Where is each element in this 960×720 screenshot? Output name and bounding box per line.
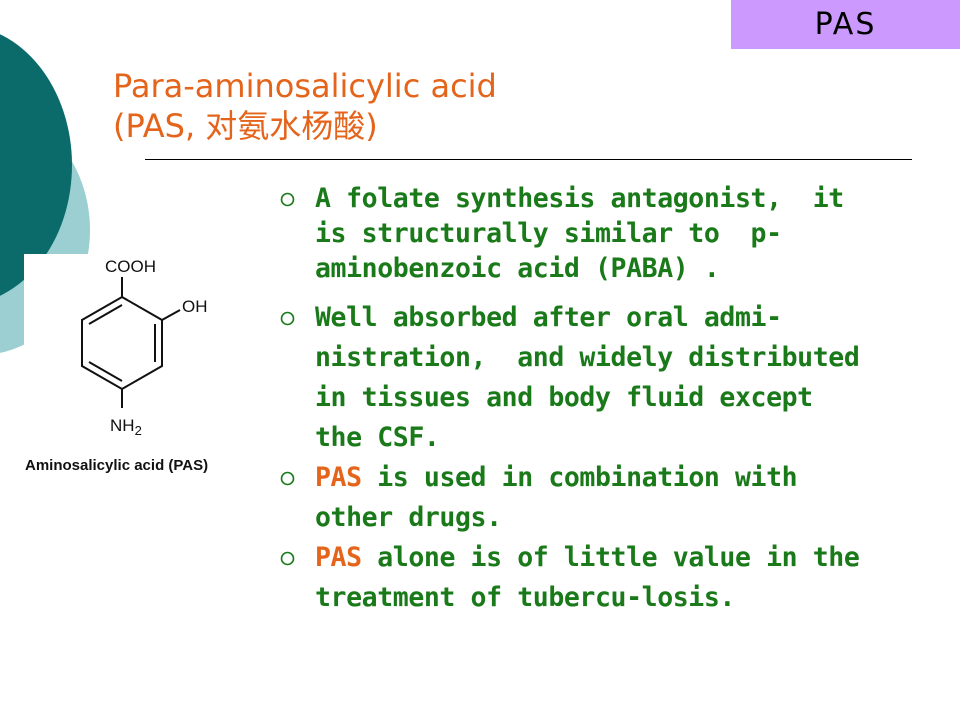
hollow-circle-bullet-icon bbox=[280, 181, 295, 211]
bullet-line: nistration, and widely distributed bbox=[315, 342, 860, 373]
bullet-line: PAS is used in combination with bbox=[315, 458, 950, 498]
hollow-circle-bullet-icon bbox=[280, 298, 295, 330]
pas-highlight: PAS bbox=[315, 462, 362, 493]
bullet-line: A folate synthesis antagonist, it bbox=[315, 183, 844, 214]
bullet-text: A folate synthesis antagonist, it is str… bbox=[315, 181, 950, 286]
bullet-item: PAS alone is of little value in the trea… bbox=[270, 538, 950, 618]
nh-subscript: 2 bbox=[135, 423, 142, 438]
bullet-text: Well absorbed after oral admi- nistratio… bbox=[315, 298, 950, 458]
slide-title-line-1: Para-aminosalicylic acid bbox=[113, 67, 497, 105]
bullet-line-rest: is used in combination with bbox=[361, 462, 798, 493]
pas-structure-figure: COOH OH NH2 Aminosalicylic acid (PAS) bbox=[22, 250, 267, 484]
bullet-list: A folate synthesis antagonist, it is str… bbox=[270, 181, 950, 618]
bullet-line: the CSF. bbox=[315, 422, 440, 453]
bullet-item: A folate synthesis antagonist, it is str… bbox=[270, 181, 950, 286]
oh-bond bbox=[161, 309, 181, 321]
bullet-item: Well absorbed after oral admi- nistratio… bbox=[270, 298, 950, 458]
bullet-item: PAS is used in combination with other dr… bbox=[270, 458, 950, 538]
slide-title: Para-aminosalicylic acid (PAS, 对氨水杨酸) bbox=[113, 66, 497, 146]
structure-caption: Aminosalicylic acid (PAS) bbox=[25, 457, 208, 474]
bullet-line: Well absorbed after oral admi- bbox=[315, 302, 782, 333]
cooh-label: COOH bbox=[105, 257, 156, 276]
bullet-line: PAS alone is of little value in the bbox=[315, 538, 950, 578]
bullet-line: is structurally similar to p- bbox=[315, 218, 782, 249]
bullet-text: PAS alone is of little value in the trea… bbox=[315, 538, 950, 618]
bullet-line: aminobenzoic acid (PABA) . bbox=[315, 253, 720, 284]
pas-badge-label: PAS bbox=[814, 7, 877, 42]
benzene-ring bbox=[81, 277, 181, 408]
nh2-label: NH2 bbox=[110, 416, 142, 438]
title-divider bbox=[145, 159, 912, 160]
bullet-line: treatment of tubercu-losis. bbox=[315, 582, 735, 613]
bullet-text: PAS is used in combination with other dr… bbox=[315, 458, 950, 538]
bullet-line: in tissues and body fluid except bbox=[315, 382, 813, 413]
bullet-line-rest: alone is of little value in the bbox=[361, 542, 860, 573]
pas-badge: PAS bbox=[731, 0, 960, 49]
slide-title-line-2: (PAS, 对氨水杨酸) bbox=[113, 107, 378, 145]
nh-text: NH bbox=[110, 416, 135, 435]
oh-label: OH bbox=[182, 297, 208, 316]
structure-panel-background bbox=[24, 254, 266, 484]
hollow-circle-bullet-icon bbox=[280, 538, 295, 570]
bullet-line: other drugs. bbox=[315, 502, 502, 533]
pas-highlight: PAS bbox=[315, 542, 362, 573]
hollow-circle-bullet-icon bbox=[280, 458, 295, 490]
